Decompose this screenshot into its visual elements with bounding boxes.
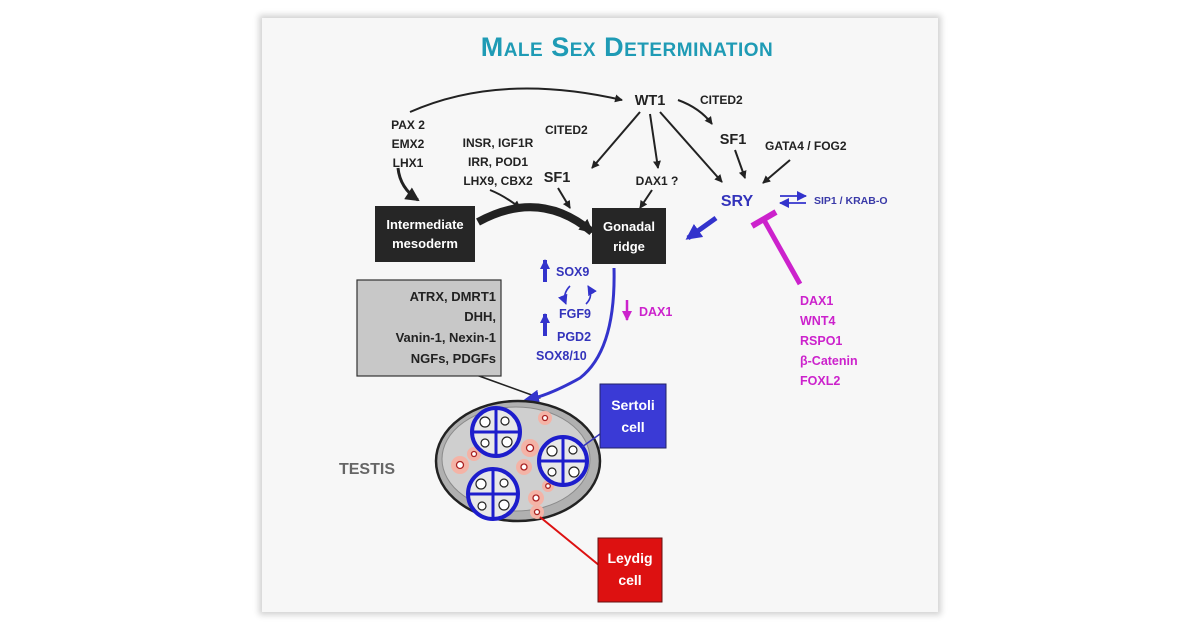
gene-atrx-dmrt1: ATRX, DMRT1 bbox=[410, 289, 496, 304]
gene-ngfs-pdgfs: NGFs, PDGFs bbox=[411, 351, 496, 366]
gonadal-ridge-box: Gonadal ridge bbox=[592, 208, 666, 264]
seminiferous-tubule-3 bbox=[537, 435, 589, 487]
seminiferous-tubule-2 bbox=[466, 467, 520, 521]
gene-lhx9-cbx2: LHX9, CBX2 bbox=[463, 174, 533, 188]
ridge-label: ridge bbox=[613, 239, 645, 254]
inhibitor-rspo1: RSPO1 bbox=[800, 334, 842, 348]
gene-dhh: DHH, bbox=[464, 309, 496, 324]
diagram-title: Male Sex Determination bbox=[481, 32, 774, 62]
sertoli-cell-box: Sertoli cell bbox=[599, 383, 667, 449]
arrow-gonadal-to-testis bbox=[523, 267, 616, 406]
insr-gene-list: INSR, IGF1R IRR, POD1 LHX9, CBX2 bbox=[463, 136, 534, 188]
sertoli-rect bbox=[599, 383, 667, 449]
sertoli-pointer-line bbox=[581, 433, 601, 448]
cycle-arrow-left bbox=[558, 285, 571, 305]
inhibitor-wnt4: WNT4 bbox=[800, 314, 835, 328]
pax-gene-list: PAX 2 EMX2 LHX1 bbox=[391, 118, 425, 170]
mesoderm-label: mesoderm bbox=[392, 236, 458, 251]
blue-arrows bbox=[523, 191, 807, 406]
leydig-label: Leydig bbox=[607, 550, 652, 566]
testis-illustration bbox=[434, 399, 602, 523]
gene-vanin-nexin: Vanin-1, Nexin-1 bbox=[396, 330, 496, 345]
arrow-wt1-to-sry bbox=[659, 111, 723, 183]
gata4-fog2-label: GATA4 / FOG2 bbox=[765, 139, 847, 153]
gene-sox9: SOX9 bbox=[556, 265, 589, 279]
magenta-inhibition bbox=[622, 209, 803, 321]
gene-pax2: PAX 2 bbox=[391, 118, 425, 132]
leydig-cell-box: Leydig cell bbox=[597, 537, 663, 603]
gene-lhx1: LHX1 bbox=[393, 156, 424, 170]
gene-emx2: EMX2 bbox=[392, 137, 425, 151]
sox-pathway-list: SOX9 FGF9 PGD2 SOX8/10 bbox=[536, 265, 591, 363]
intermediate-mesoderm-box: Intermediate mesoderm bbox=[375, 206, 475, 262]
leydig-cell-label: cell bbox=[618, 572, 641, 588]
arrow-sf1-to-sry bbox=[734, 149, 747, 179]
sertoli-cell-label: cell bbox=[621, 419, 644, 435]
arrow-sf1-to-gonadal bbox=[557, 187, 571, 209]
leydig-rect bbox=[597, 537, 663, 603]
arrow-pax2-to-mesoderm bbox=[396, 167, 420, 202]
gray-gene-rect bbox=[356, 279, 502, 377]
arrow-gata4-to-sry bbox=[762, 159, 791, 184]
sf1-left-label: SF1 bbox=[544, 170, 571, 186]
gene-pgd2: PGD2 bbox=[557, 330, 591, 344]
dax1-question-label: DAX1 ? bbox=[636, 174, 679, 188]
inhibitor-foxl2: FOXL2 bbox=[800, 374, 840, 388]
gonadal-label: Gonadal bbox=[603, 219, 655, 234]
inhibitor-beta-catenin: β-Catenin bbox=[800, 354, 858, 368]
inhibition-bar bbox=[750, 209, 778, 229]
inhibitor-dax1: DAX1 bbox=[800, 294, 833, 308]
intermediate-label: Intermediate bbox=[386, 217, 463, 232]
sertoli-label: Sertoli bbox=[611, 397, 655, 413]
cycle-arrow-right bbox=[585, 285, 597, 305]
arrow-wt1-to-sf1-left bbox=[591, 111, 641, 169]
sry-label: SRY bbox=[721, 193, 754, 210]
dax1-down-label: DAX1 bbox=[639, 305, 672, 319]
arrow-dax1-to-gonadal bbox=[639, 189, 653, 209]
inhibition-line bbox=[761, 218, 803, 286]
sip1-krab-label: SIP1 / KRAB-O bbox=[814, 195, 888, 207]
arrow-pax2-to-wt1 bbox=[409, 87, 623, 113]
gray-gene-box: ATRX, DMRT1 DHH, Vanin-1, Nexin-1 NGFs, … bbox=[356, 279, 502, 377]
sf1-right-label: SF1 bbox=[720, 132, 747, 148]
arrow-sry-to-gonadal bbox=[685, 215, 718, 241]
gene-insr-igf1r: INSR, IGF1R bbox=[463, 136, 534, 150]
gonadal-ridge-rect bbox=[592, 208, 666, 264]
intermediate-mesoderm-rect bbox=[375, 206, 475, 262]
leydig-pointer-line bbox=[539, 516, 601, 567]
gene-irr-pod1: IRR, POD1 bbox=[468, 155, 528, 169]
cited2-top-label: CITED2 bbox=[700, 93, 743, 107]
arrow-mesoderm-to-gonadal bbox=[476, 203, 595, 236]
testis-label: TESTIS bbox=[339, 461, 395, 478]
seminiferous-tubule-1 bbox=[470, 406, 522, 458]
gene-fgf9: FGF9 bbox=[559, 307, 591, 321]
cited2-left-label: CITED2 bbox=[545, 123, 588, 137]
arrow-wt1-to-dax1 bbox=[649, 113, 661, 169]
black-arrows bbox=[396, 87, 791, 400]
inhibitor-list: DAX1 WNT4 RSPO1 β-Catenin FOXL2 bbox=[800, 294, 858, 388]
wt1-label: WT1 bbox=[635, 93, 666, 109]
gene-sox8-10: SOX8/10 bbox=[536, 349, 587, 363]
arrow-wt1-to-sf1-right bbox=[677, 99, 713, 125]
